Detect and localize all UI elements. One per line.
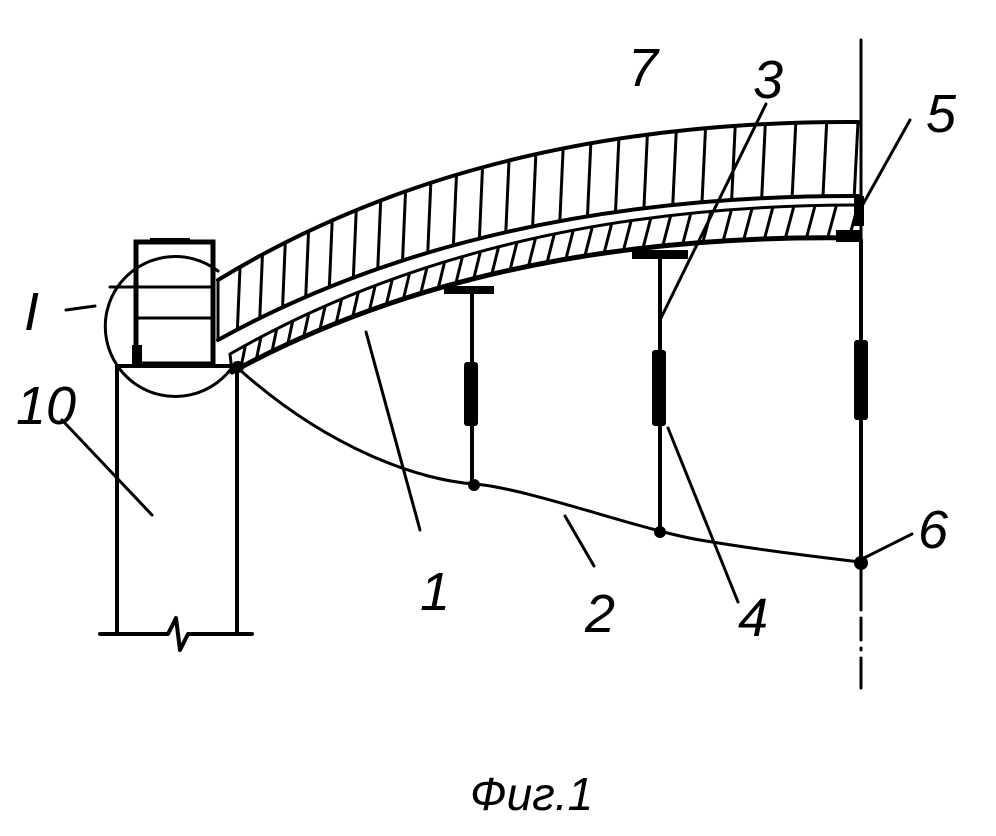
- figure-caption: Фиг.1: [470, 768, 593, 820]
- hatch-line: [566, 230, 573, 259]
- label-beam: 1: [420, 562, 450, 622]
- label-cable-anchor: 6: [918, 500, 949, 560]
- hatch-line: [823, 122, 827, 196]
- deck-slab: [218, 122, 858, 340]
- hatch-line: [644, 135, 647, 209]
- hatch-line: [702, 128, 706, 202]
- hatch-line: [306, 231, 309, 297]
- label-end-joint: 5: [926, 84, 957, 144]
- hatch-line: [762, 124, 766, 198]
- hatch-line: [560, 148, 563, 221]
- hatch-line: [237, 267, 240, 330]
- node-detail-circle: [66, 238, 235, 396]
- hatch-line: [785, 206, 794, 238]
- hatch-line: [806, 206, 815, 238]
- hatch-line: [506, 161, 509, 233]
- hatch-line: [378, 200, 381, 268]
- hatch-line: [230, 354, 232, 372]
- hatch-line: [854, 122, 858, 196]
- hatch-line: [683, 213, 691, 244]
- hatch-line: [353, 210, 356, 278]
- hatch-line: [403, 191, 406, 260]
- hanger-left: [444, 286, 494, 485]
- label-cable: 2: [584, 584, 615, 644]
- hanger-right: [854, 240, 868, 563]
- hatch-line: [528, 238, 535, 266]
- hatch-line: [585, 227, 593, 256]
- hatch-line: [615, 139, 618, 212]
- hatch-line: [587, 143, 590, 216]
- hatch-line: [283, 243, 286, 308]
- hatch-line: [663, 215, 671, 245]
- hatch-line: [732, 126, 736, 200]
- hanger-middle: [632, 250, 688, 532]
- hatch-line: [764, 207, 772, 239]
- hatch-line: [828, 205, 837, 238]
- hatch-line: [643, 218, 651, 248]
- hatch-line: [623, 221, 631, 251]
- hatch-line: [428, 183, 431, 253]
- damper: [854, 340, 868, 420]
- support-column: [62, 366, 252, 650]
- hatch-line: [474, 252, 481, 279]
- hatch-line: [723, 210, 731, 241]
- hatch-line: [533, 154, 536, 226]
- hatch-line: [260, 254, 263, 318]
- end-joint-plate: [836, 230, 862, 242]
- hatch-line: [744, 208, 752, 240]
- hatch-line: [510, 242, 517, 270]
- damper: [652, 350, 666, 426]
- hatch-line: [453, 175, 456, 246]
- cable: [240, 370, 868, 570]
- label-deck: 7: [628, 38, 660, 98]
- label-damper: 4: [738, 588, 768, 648]
- hatch-line: [604, 224, 612, 254]
- hatch-line: [547, 234, 554, 263]
- hatch-line: [479, 167, 482, 238]
- damper: [464, 362, 478, 426]
- hatch-line: [673, 131, 676, 205]
- hatch-line: [792, 123, 796, 197]
- label-hanger: 3: [753, 50, 783, 110]
- hatch-line: [492, 247, 499, 275]
- hatch-line: [329, 220, 332, 287]
- label-support: 10: [16, 376, 76, 436]
- label-node-detail: I: [24, 282, 39, 342]
